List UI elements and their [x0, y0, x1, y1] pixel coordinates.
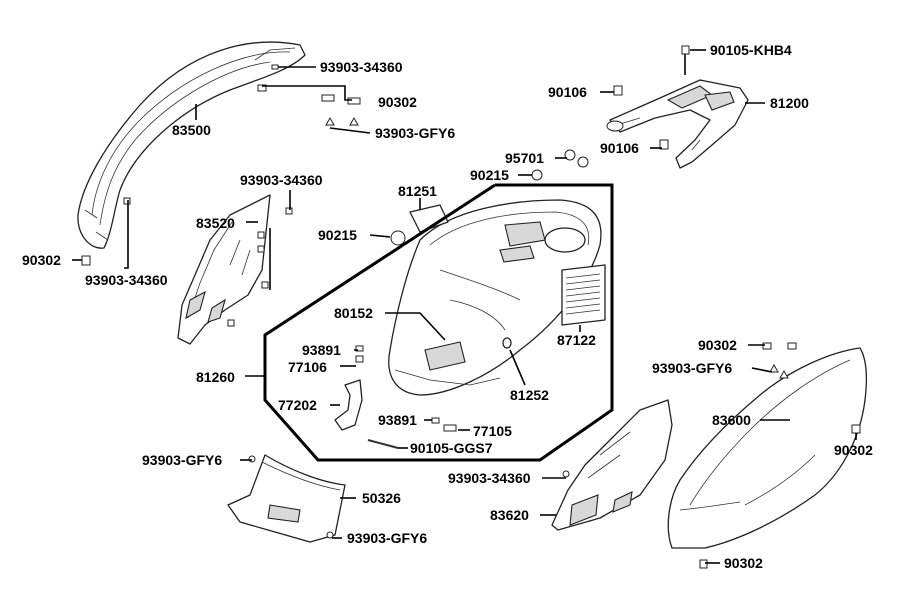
part-87122-label: [561, 264, 606, 326]
leader-lines: [72, 49, 857, 564]
part-50326-lower-panel: [227, 454, 346, 543]
label-81260: 81260: [196, 369, 235, 385]
part-83520-left-panel: [177, 194, 271, 345]
label-90215-mid: 90215: [318, 227, 357, 243]
label-93903-gfy6-right: 93903-GFY6: [652, 360, 732, 376]
label-81252: 81252: [510, 387, 549, 403]
label-87122: 87122: [557, 332, 596, 348]
label-93903-gfy6-left: 93903-GFY6: [142, 452, 222, 468]
label-90302-bottom: 90302: [724, 555, 763, 571]
label-93903-34360-mid: 93903-34360: [240, 172, 323, 188]
label-80152: 80152: [334, 305, 373, 321]
label-83520: 83520: [196, 215, 235, 231]
label-83500: 83500: [172, 122, 211, 138]
part-labels: 93903-34360 90302 93903-GFY6 83500 90302…: [22, 42, 873, 571]
label-93903-gfy6-bottom: 93903-GFY6: [347, 530, 427, 546]
label-93903-34360-left: 93903-34360: [85, 272, 168, 288]
label-93891-bottom: 93891: [378, 412, 417, 428]
label-90106-bottom: 90106: [600, 140, 639, 156]
label-90302-right: 90302: [834, 442, 873, 458]
label-90302-top: 90302: [378, 94, 417, 110]
label-93903-34360-right: 93903-34360: [448, 470, 531, 486]
part-83620-right-panel: [551, 399, 673, 531]
label-90105-khb4: 90105-KHB4: [710, 42, 792, 58]
part-83500-rear-cover: [77, 41, 306, 249]
group-frame-81260: [263, 183, 614, 462]
hardware-small-parts: [81, 45, 861, 569]
label-90215-top: 90215: [470, 167, 509, 183]
label-77106: 77106: [288, 359, 327, 375]
part-81200-rear-carrier: [606, 79, 749, 169]
label-90302-left: 90302: [22, 252, 61, 268]
label-90106-top: 90106: [548, 84, 587, 100]
label-90105-ggs7: 90105-GGS7: [410, 440, 493, 456]
part-90105-ggs7-bolt: [367, 439, 399, 449]
label-95701: 95701: [505, 150, 544, 166]
label-77105: 77105: [473, 423, 512, 439]
label-93903-34360-top: 93903-34360: [320, 59, 403, 75]
part-81251-small-cover: [409, 204, 449, 233]
label-83600: 83600: [712, 412, 751, 428]
part-77202-bracket: [334, 379, 363, 431]
label-93891-top: 93891: [302, 342, 341, 358]
part-83600-right-cover: [667, 347, 867, 549]
label-50326: 50326: [362, 490, 401, 506]
label-83620: 83620: [490, 507, 529, 523]
label-81200: 81200: [770, 95, 809, 111]
part-81260-helmet-box: [388, 199, 602, 396]
label-93903-gfy6-top: 93903-GFY6: [375, 125, 455, 141]
label-77202: 77202: [278, 397, 317, 413]
label-81251: 81251: [398, 183, 437, 199]
label-90302-right-top: 90302: [698, 337, 737, 353]
